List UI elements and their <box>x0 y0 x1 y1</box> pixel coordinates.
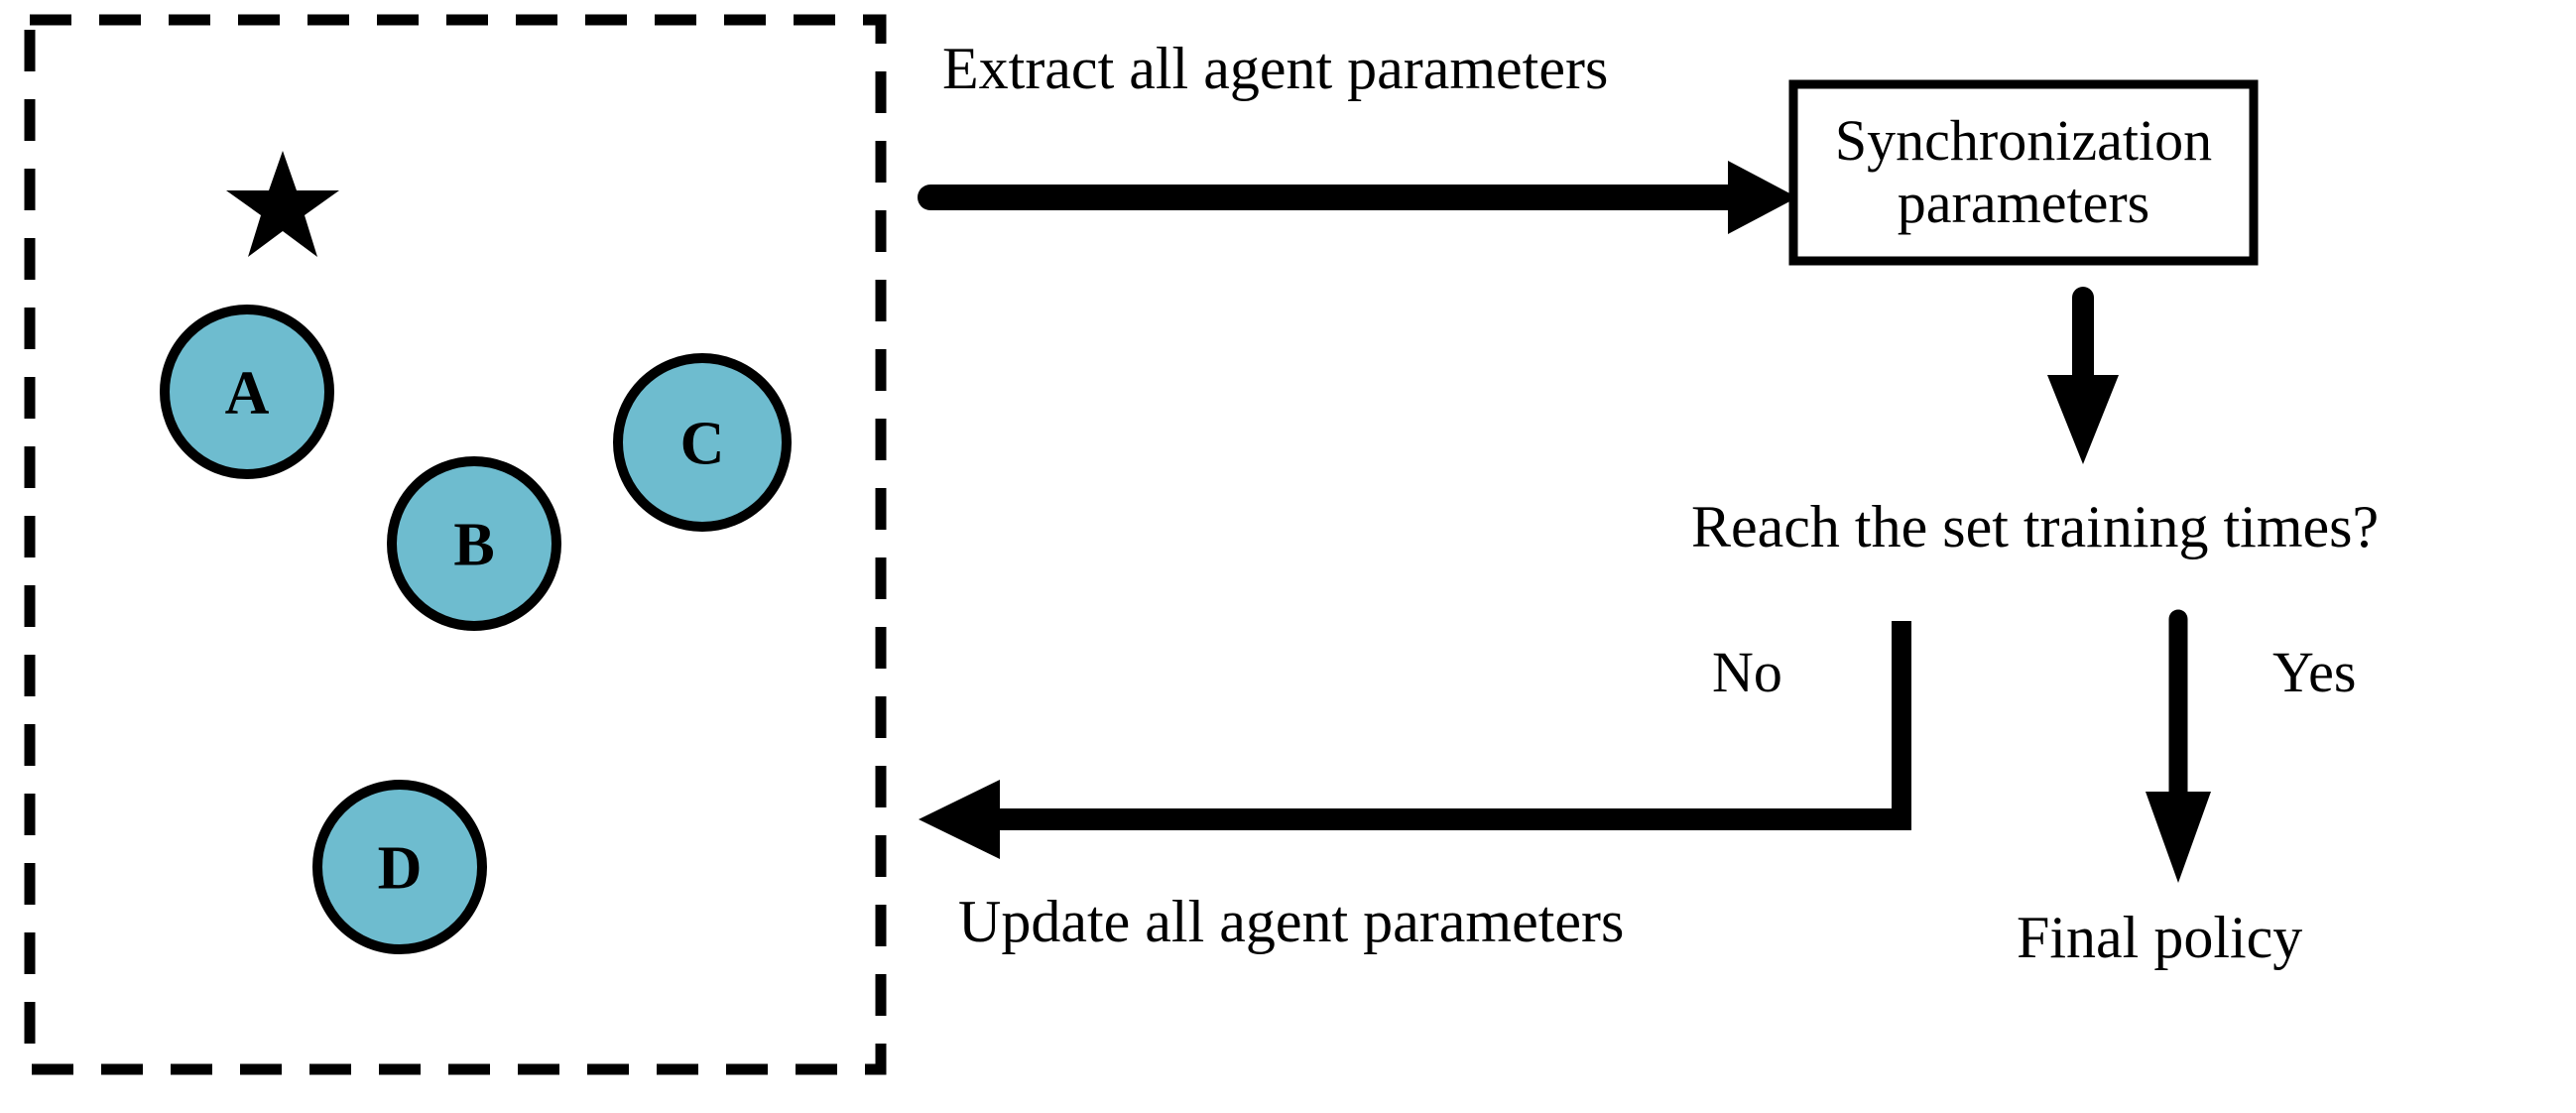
branch-label-no: No <box>1712 640 1782 704</box>
agent-circle-a[interactable] <box>160 305 334 479</box>
agent-group-dashed-box <box>24 14 887 1075</box>
branch-label-yes: Yes <box>2272 640 2357 704</box>
arrow-no-branch <box>919 621 1911 859</box>
terminal-label-final-policy: Final policy <box>2017 905 2303 970</box>
agent-circle-c[interactable] <box>613 353 792 532</box>
star-marker-icon <box>226 151 339 257</box>
agent-circle-d[interactable] <box>312 780 487 954</box>
agent-circle-b[interactable] <box>387 456 561 631</box>
sync-box-line-2: parameters <box>1897 171 2150 235</box>
edge-label-extract: Extract all agent parameters <box>942 36 1609 101</box>
arrow-box-to-decision <box>2047 287 2119 464</box>
synchronization-parameters-label: Synchronization parameters <box>1793 84 2254 261</box>
sync-box-line-1: Synchronization <box>1834 108 2213 174</box>
synchronization-parameters-box[interactable] <box>1788 79 2259 266</box>
arrow-yes-branch <box>2146 609 2211 883</box>
decision-label: Reach the set training times? <box>1691 494 2380 559</box>
edge-label-update: Update all agent parameters <box>958 889 1625 954</box>
arrow-extract <box>918 161 1797 234</box>
